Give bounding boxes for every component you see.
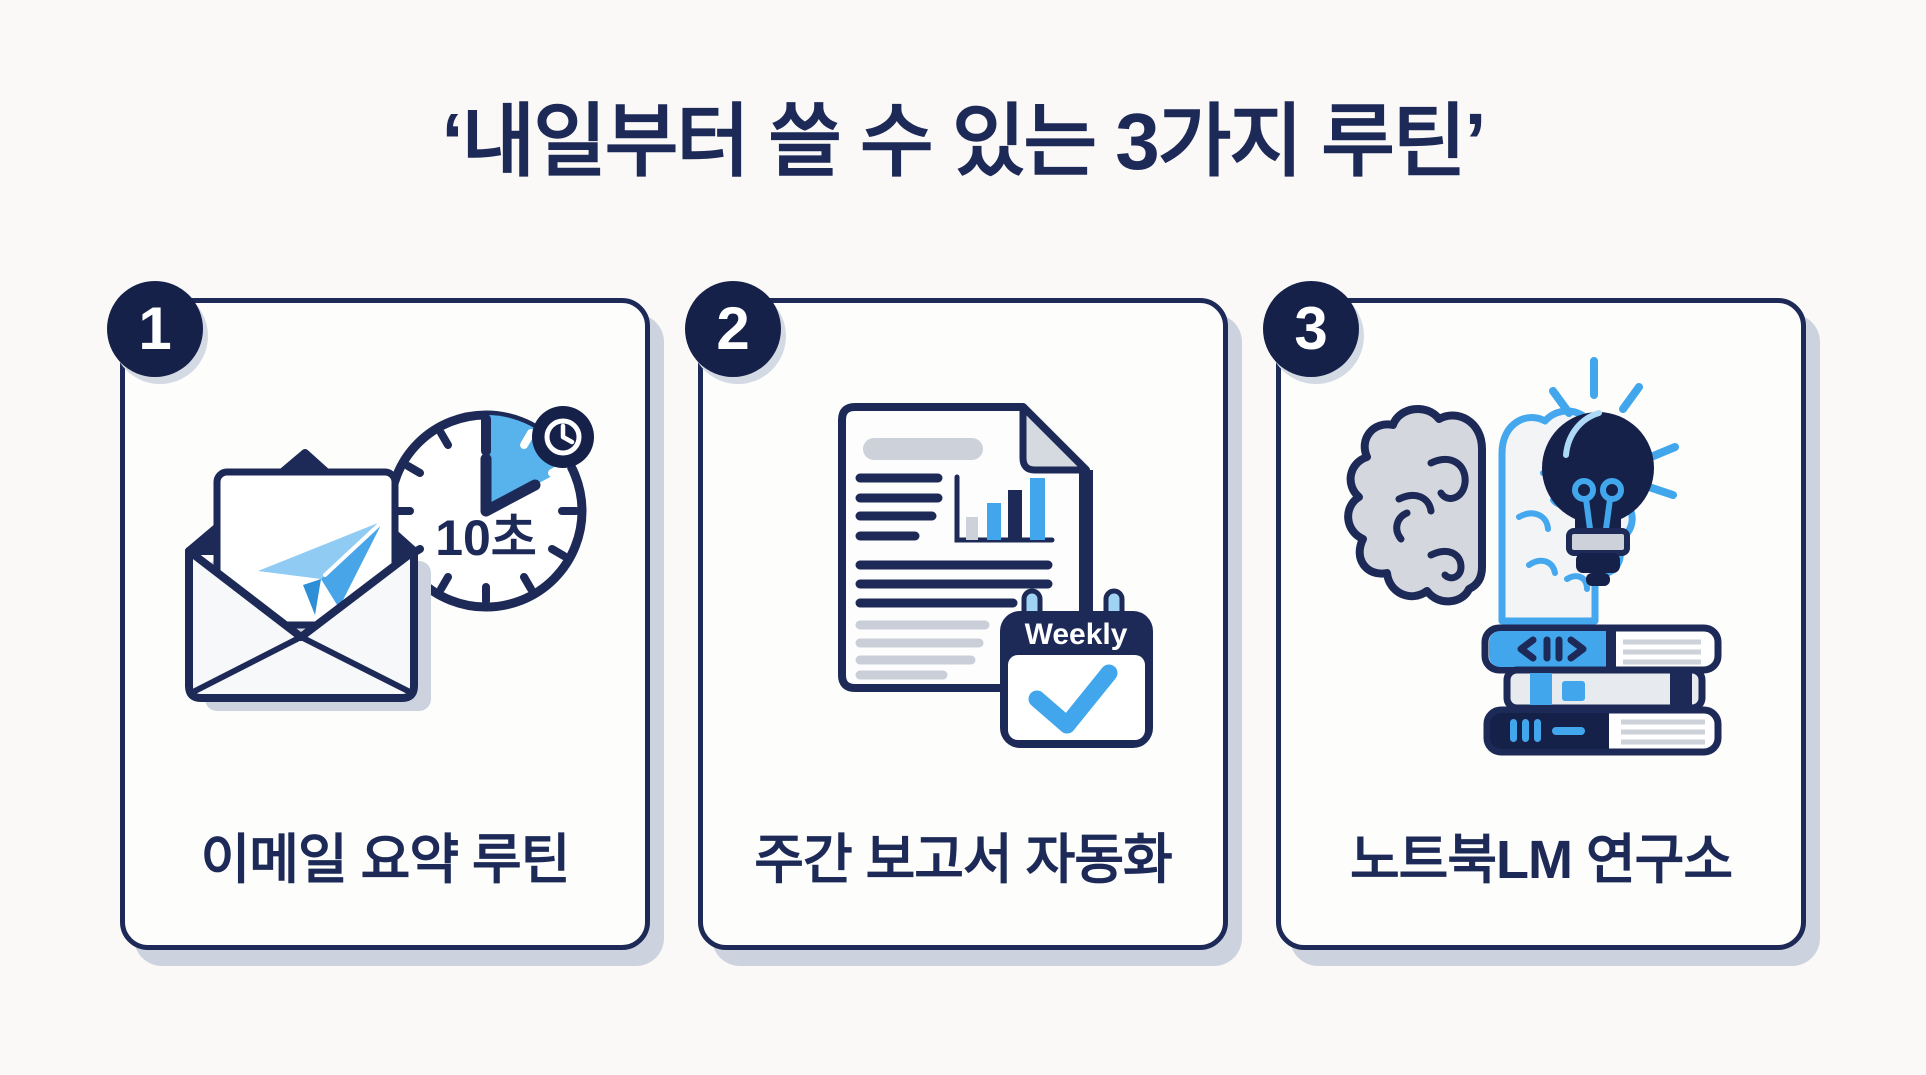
card-notebooklm: 3 노트북LM 연구소 — [1263, 281, 1806, 950]
step-number: 3 — [1294, 295, 1328, 362]
envelope-icon — [185, 449, 431, 711]
step-badge-2: 2 — [685, 281, 781, 377]
bar-chart-icon — [954, 474, 1055, 543]
book-middle — [1503, 666, 1706, 712]
lightbulb-icon — [1542, 357, 1679, 586]
card-label-report: 주간 보고서 자동화 — [754, 830, 1172, 890]
card-label-notebooklm: 노트북LM 연구소 — [1349, 830, 1733, 890]
book-bottom — [1483, 706, 1722, 756]
step-badge-1: 1 — [107, 281, 203, 377]
paper-plane-icon — [258, 519, 385, 615]
checkmark-icon — [1028, 664, 1118, 734]
timer-icon: 10초 — [385, 406, 594, 612]
card-label-email: 이메일 요약 루틴 — [200, 830, 571, 890]
code-icon — [1517, 636, 1587, 662]
books-stack-icon — [1481, 624, 1722, 756]
report-with-calendar-illustration: Weekly — [838, 403, 1153, 748]
calendar-icon: Weekly — [1000, 588, 1153, 748]
step-badge-3: 3 — [1263, 281, 1359, 377]
page-title: ‘내일부터 쓸 수 있는 3가지 루틴’ — [441, 97, 1486, 186]
card-weekly-report: Weekly 2 주간 보고서 자동화 — [685, 281, 1228, 950]
clock-badge-icon — [532, 406, 594, 468]
calendar-header-label: Weekly — [1025, 618, 1128, 651]
timer-label: 10초 — [435, 510, 537, 566]
email-with-timer-illustration: 10초 — [185, 406, 594, 711]
step-number: 2 — [716, 295, 750, 362]
card-email-routine: 10초 1 이메일 요약 루틴 — [107, 281, 650, 950]
step-number: 1 — [138, 295, 172, 362]
book-top — [1481, 624, 1722, 674]
brain-bulb-books-illustration — [1344, 357, 1722, 756]
